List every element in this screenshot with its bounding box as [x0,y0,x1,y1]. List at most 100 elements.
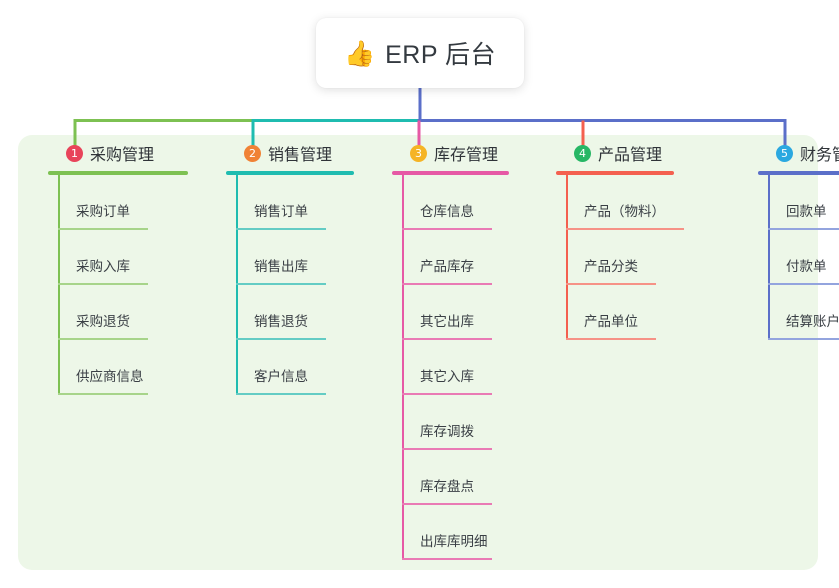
leaf-item-rule [402,448,492,450]
leaf-item[interactable]: 产品（物料） [552,175,712,230]
leaf-item[interactable]: 其它入库 [388,340,548,395]
leaf-item-label: 回款单 [786,204,827,219]
leaf-item-rule [402,338,492,340]
leaf-item-rule [768,228,839,230]
leaf-item-rule [58,338,148,340]
leaf-item-rule [768,338,839,340]
column-rule-3 [392,171,509,175]
leaf-item[interactable]: 采购退货 [44,285,204,340]
column-header-2[interactable]: 2 销售管理 [222,135,382,171]
leaf-item[interactable]: 产品库存 [388,230,548,285]
thumbs-up-icon: 👍 [343,39,376,68]
leaf-item-rule [58,393,148,395]
leaf-item-rule [768,283,839,285]
leaf-item-rule [236,228,326,230]
leaf-item-rule [566,228,684,230]
column-items-3: 仓库信息产品库存其它出库其它入库库存调拨库存盘点出库库明细 [388,175,548,560]
leaf-item[interactable]: 仓库信息 [388,175,548,230]
leaf-item-label: 结算账户 [786,314,839,329]
column-rule-1 [48,171,188,175]
root-node-title: ERP 后台 [385,41,497,69]
leaf-item[interactable]: 销售退货 [222,285,382,340]
root-node-card[interactable]: 👍 ERP 后台 [316,18,524,88]
leaf-item[interactable]: 销售订单 [222,175,382,230]
column-采购管理: 1 采购管理采购订单采购入库采购退货供应商信息 [44,135,204,395]
column-container: 1 采购管理采购订单采购入库采购退货供应商信息 2 销售管理销售订单销售出库销售退货客… [18,135,839,570]
column-header-3[interactable]: 3 库存管理 [388,135,548,171]
column-badge-1: 1 [66,144,83,162]
leaf-item-label: 库存盘点 [420,479,474,494]
leaf-item-label: 销售退货 [254,314,308,329]
leaf-item[interactable]: 其它出库 [388,285,548,340]
column-title-2: 销售管理 [268,147,333,164]
leaf-item-rule [402,503,492,505]
column-badge-5: 5 [776,144,793,162]
leaf-item[interactable]: 销售出库 [222,230,382,285]
leaf-item-label: 客户信息 [254,369,308,384]
leaf-item-rule [566,338,656,340]
leaf-item-label: 采购订单 [76,204,130,219]
column-header-1[interactable]: 1 采购管理 [44,135,204,171]
leaf-item-label: 供应商信息 [76,369,144,384]
leaf-item-rule [236,393,326,395]
leaf-item-rule [236,338,326,340]
column-title-1: 采购管理 [90,147,155,164]
leaf-item[interactable]: 出库库明细 [388,505,548,560]
leaf-item-label: 仓库信息 [420,204,474,219]
leaf-item-label: 采购退货 [76,314,130,329]
leaf-item[interactable]: 产品分类 [552,230,712,285]
leaf-item-rule [402,558,492,560]
column-spine-3 [402,175,404,560]
leaf-item-rule [402,283,492,285]
column-销售管理: 2 销售管理销售订单销售出库销售退货客户信息 [222,135,382,395]
column-header-4[interactable]: 4 产品管理 [552,135,712,171]
leaf-item[interactable]: 回款单 [754,175,839,230]
leaf-item[interactable]: 供应商信息 [44,340,204,395]
leaf-item-label: 销售订单 [254,204,308,219]
column-items-1: 采购订单采购入库采购退货供应商信息 [44,175,204,395]
leaf-item-label: 其它入库 [420,369,474,384]
column-items-5: 回款单付款单结算账户 [754,175,839,340]
leaf-item-rule [58,283,148,285]
leaf-item-rule [58,228,148,230]
leaf-item-label: 产品单位 [584,314,638,329]
leaf-item-rule [402,228,492,230]
column-badge-3: 3 [410,144,427,162]
leaf-item[interactable]: 结算账户 [754,285,839,340]
column-库存管理: 3 库存管理仓库信息产品库存其它出库其它入库库存调拨库存盘点出库库明细 [388,135,548,560]
column-items-4: 产品（物料） 产品分类产品单位 [552,175,712,340]
leaf-item-label: 产品（物料） [584,204,665,219]
leaf-item-rule [236,283,326,285]
column-产品管理: 4 产品管理产品（物料） 产品分类产品单位 [552,135,712,340]
leaf-item[interactable]: 采购入库 [44,230,204,285]
column-badge-2: 2 [244,144,261,162]
column-财务管理: 5 财务管理回款单付款单结算账户 [754,135,839,340]
leaf-item[interactable]: 客户信息 [222,340,382,395]
column-header-5[interactable]: 5 财务管理 [754,135,839,171]
column-title-5: 财务管理 [800,147,839,164]
leaf-item-label: 付款单 [786,259,827,274]
leaf-item[interactable]: 付款单 [754,230,839,285]
leaf-item-label: 库存调拨 [420,424,474,439]
column-rule-2 [226,171,354,175]
column-spine-5 [768,175,770,340]
column-items-2: 销售订单销售出库销售退货客户信息 [222,175,382,395]
leaf-item-rule [566,283,656,285]
column-title-4: 产品管理 [598,147,663,164]
leaf-item[interactable]: 库存调拨 [388,395,548,450]
diagram-panel [18,135,818,570]
column-rule-5 [758,171,839,175]
leaf-item[interactable]: 库存盘点 [388,450,548,505]
leaf-item-label: 销售出库 [254,259,308,274]
leaf-item-label: 产品库存 [420,259,474,274]
column-spine-2 [236,175,238,395]
column-badge-4: 4 [574,144,591,162]
leaf-item-rule [402,393,492,395]
column-rule-4 [556,171,674,175]
column-title-3: 库存管理 [434,147,499,164]
leaf-item-label: 出库库明细 [420,534,488,549]
leaf-item[interactable]: 采购订单 [44,175,204,230]
leaf-item[interactable]: 产品单位 [552,285,712,340]
leaf-item-label: 采购入库 [76,259,130,274]
column-spine-1 [58,175,60,395]
